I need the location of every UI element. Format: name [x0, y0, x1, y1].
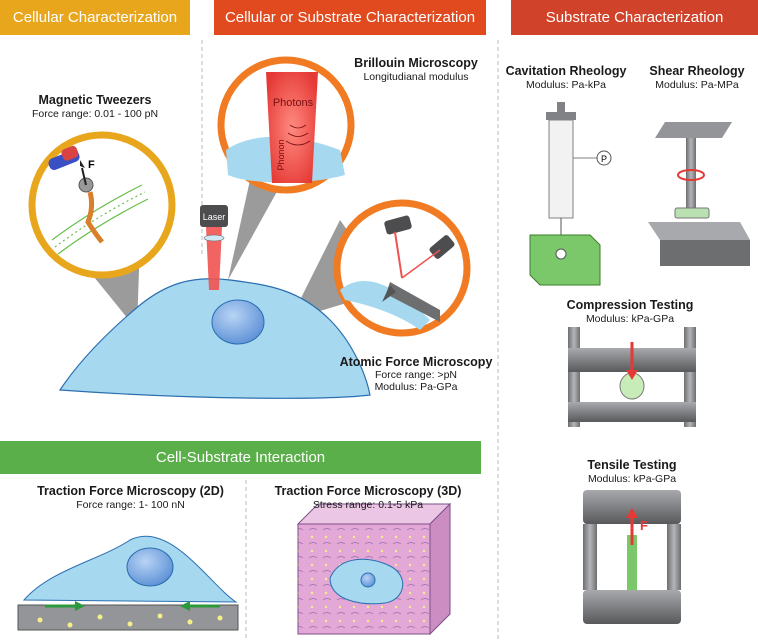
shear-sample: [674, 207, 710, 219]
afm-laser-head: [384, 215, 412, 235]
header-cellular-or-substrate: Cellular or Substrate Characterization: [214, 0, 486, 35]
brillouin-modulus: Longitudianal modulus: [363, 71, 469, 83]
phonon-label: Phonon: [276, 139, 286, 170]
syringe-plunger: [546, 112, 576, 120]
tfm2d-title: Traction Force Microscopy (2D): [37, 484, 224, 498]
tfm2d-substrate: [17, 604, 239, 631]
magnetic-range: Force range: 0.01 - 100 pN: [31, 108, 159, 120]
header-cellular-or-substrate-label: Cellular or Substrate Characterization: [224, 9, 476, 26]
tensile-bottom-grip: [583, 590, 681, 624]
compression-modulus: Modulus: kPa-GPa: [585, 313, 675, 325]
force-arrow: [81, 167, 87, 186]
tensile-sample: [627, 535, 637, 590]
shear-base-plate: [648, 222, 750, 240]
cavitation-modulus: Modulus: Pa-kPa: [526, 79, 606, 91]
afm-laser: [394, 231, 403, 279]
shear-shaft: [686, 138, 696, 208]
syringe-barrel: [548, 119, 574, 219]
tfm3d-title: Traction Force Microscopy (3D): [274, 484, 462, 498]
pressure-gauge-icon: [596, 150, 612, 166]
brillouin-beam: [266, 72, 318, 183]
magnetic-title: Magnetic Tweezers: [38, 93, 152, 107]
magnetic-ring: [28, 131, 176, 279]
tensile-top-grip: [583, 490, 681, 524]
header-substrate-label: Substrate Characterization: [545, 9, 724, 26]
cell-nucleus: [211, 299, 265, 345]
gel-cube: [529, 234, 601, 286]
shear-top-plate: [655, 122, 732, 138]
laser-body: [200, 205, 228, 227]
afm-range: Force range: >pN: [374, 369, 457, 381]
tfm3d-range: Stress range: 0.1-5 kPa: [312, 499, 424, 511]
tfm3d-nucleus: [360, 572, 376, 588]
header-cellular-label: Cellular Characterization: [12, 9, 178, 26]
cavitation-title: Cavitation Rheology: [505, 64, 627, 78]
tensile-force-label: F: [640, 518, 648, 533]
pressure-label: P: [601, 154, 607, 164]
laser-beam: [206, 227, 222, 290]
receptor: [85, 191, 104, 244]
photons-label: Photons: [273, 97, 314, 109]
header-interaction-label: Cell-Substrate Interaction: [155, 449, 326, 466]
tensile-title: Tensile Testing: [587, 458, 677, 472]
shear-title: Shear Rheology: [649, 64, 745, 78]
laser-lens: [203, 234, 225, 242]
cavitation-bubble: [555, 248, 567, 260]
brillouin-title: Brillouin Microscopy: [354, 56, 478, 70]
membrane: [51, 184, 149, 255]
compression-title: Compression Testing: [566, 298, 694, 312]
tfm3d-cube-side: [429, 502, 451, 636]
afm-tip: [382, 285, 396, 302]
tfm2d-nucleus: [126, 547, 174, 587]
tensile-modulus: Modulus: kPa-GPa: [587, 473, 677, 485]
header-cellular: Cellular Characterization: [0, 0, 190, 35]
tfm2d-beads: [37, 613, 223, 628]
header-interaction: Cell-Substrate Interaction: [0, 441, 481, 474]
afm-cantilever: [386, 282, 440, 322]
afm-modulus: Modulus: Pa-GPa: [374, 381, 458, 393]
compression-bottom-platen: [568, 402, 696, 422]
tfm2d-range: Force range: 1- 100 nN: [76, 499, 185, 511]
afm-title: Atomic Force Microscopy: [339, 355, 493, 369]
magnetic-force-label: F: [88, 159, 95, 171]
shear-modulus: Modulus: Pa-MPa: [655, 79, 739, 91]
laser-label: Laser: [203, 212, 226, 222]
cell-body: [58, 278, 371, 399]
header-substrate: Substrate Characterization: [511, 0, 758, 35]
rotation-arrow-icon: [677, 169, 705, 181]
